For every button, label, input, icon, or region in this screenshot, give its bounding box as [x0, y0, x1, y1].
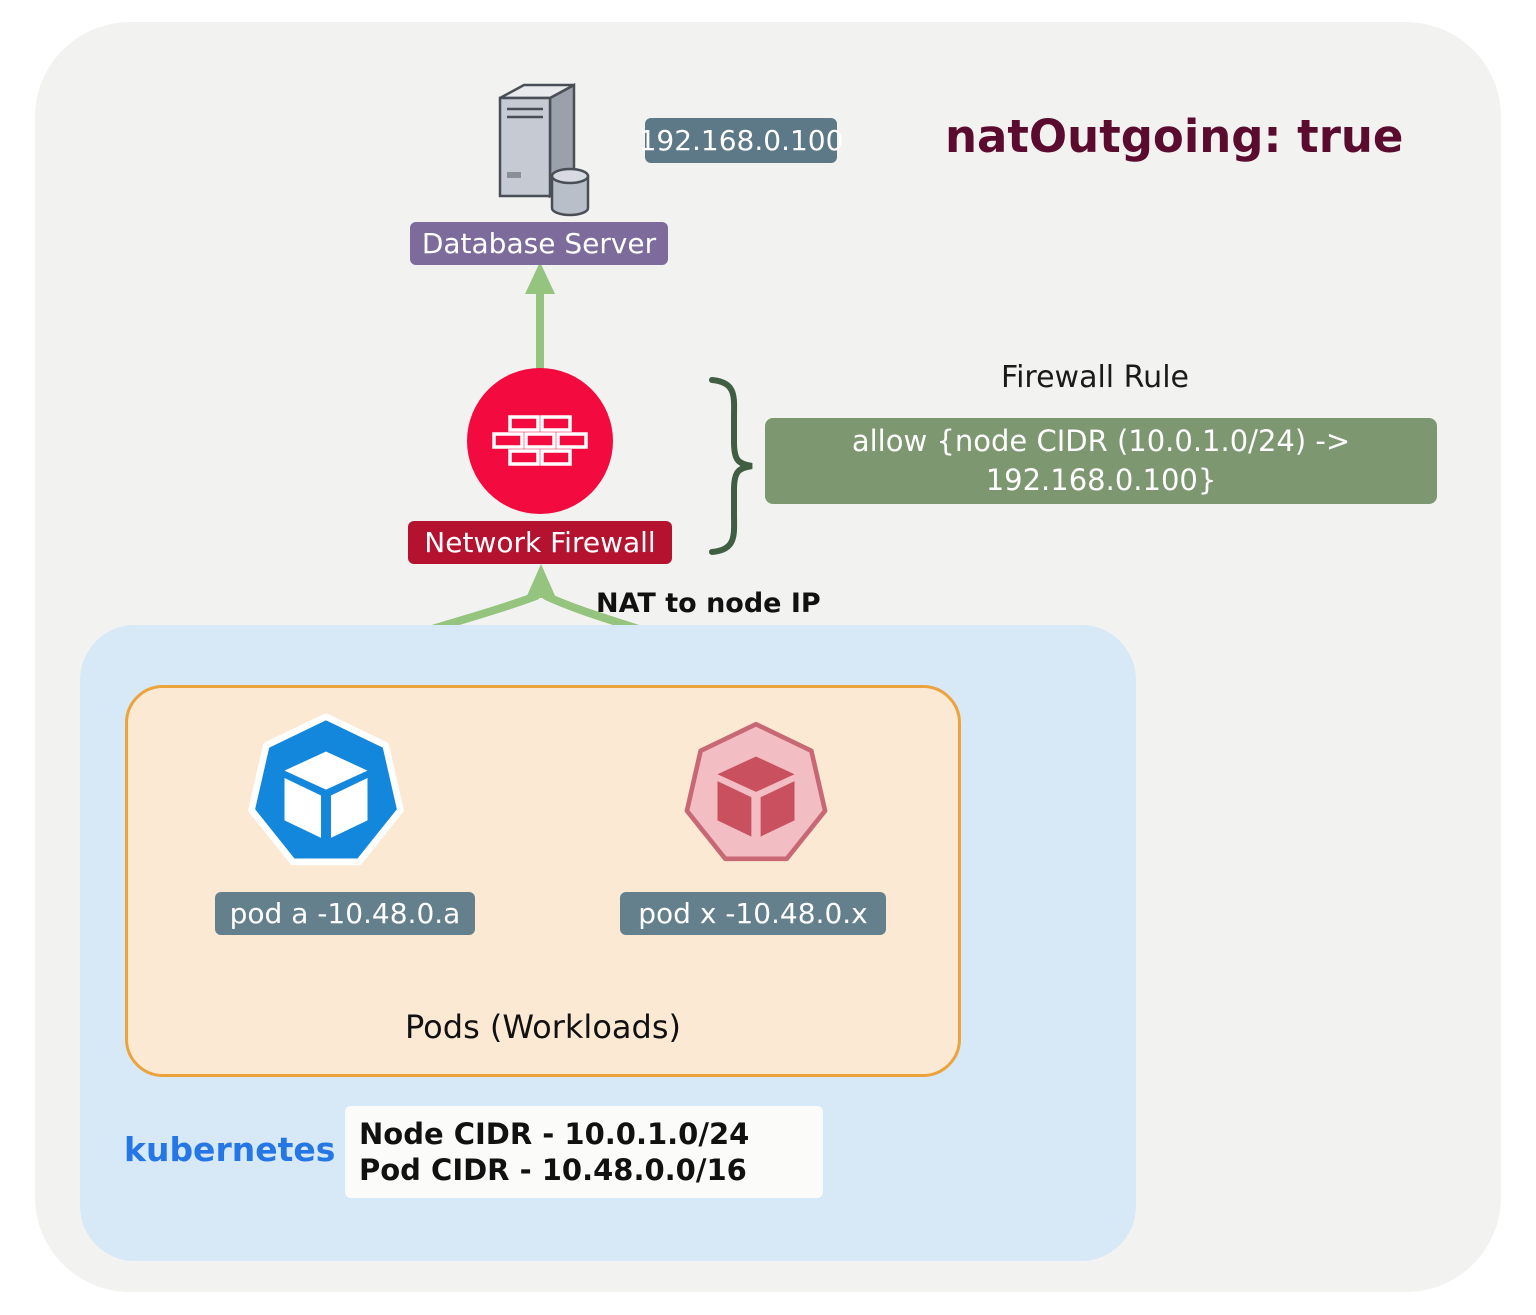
page-title: natOutgoing: true — [945, 110, 1404, 163]
cidr-info-box: Node CIDR - 10.0.1.0/24 Pod CIDR - 10.48… — [345, 1106, 823, 1198]
network-firewall-label: Network Firewall — [408, 521, 672, 564]
db-ip-text: 192.168.0.100 — [638, 124, 844, 157]
kubernetes-pod-icon — [248, 713, 404, 866]
firewall-rule-line2: 192.168.0.100} — [985, 463, 1217, 497]
firewall-rule-line1: allow {node CIDR (10.0.1.0/24) -> — [851, 423, 1351, 458]
firewall-rule-box: allow {node CIDR (10.0.1.0/24) -> 192.16… — [765, 418, 1437, 504]
kubernetes-label: kubernetes — [124, 1130, 336, 1169]
pod-a-label: pod a -10.48.0.a — [215, 892, 475, 935]
database-server-text: Database Server — [421, 227, 657, 260]
pod-cidr-text: Pod CIDR - 10.48.0.0/16 — [359, 1153, 747, 1187]
firewall-bricks-icon — [492, 415, 588, 466]
pod-a-text: pod a -10.48.0.a — [229, 897, 461, 930]
pod-x-label: pod x -10.48.0.x — [620, 892, 886, 935]
kubernetes-pod-icon-external — [684, 721, 828, 862]
database-server-icon — [498, 82, 590, 217]
pod-x-text: pod x -10.48.0.x — [638, 897, 868, 930]
firewall-circle — [467, 368, 613, 514]
firewall-rule-title: Firewall Rule — [1001, 360, 1189, 395]
nat-to-node-ip-label: NAT to node IP — [596, 588, 821, 619]
db-ip-badge: 192.168.0.100 — [639, 118, 843, 163]
database-server-label: Database Server — [410, 222, 668, 265]
node-cidr-text: Node CIDR - 10.0.1.0/24 — [359, 1116, 750, 1151]
pods-workloads-label: Pods (Workloads) — [405, 1008, 681, 1046]
network-firewall-text: Network Firewall — [424, 526, 656, 559]
